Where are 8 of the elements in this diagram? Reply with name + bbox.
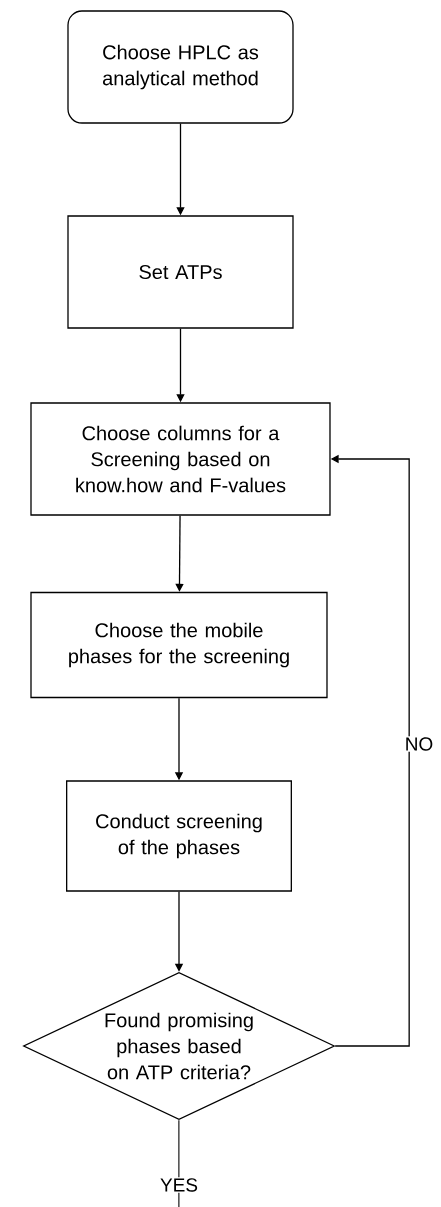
- process-box: Choose columns for a Screening based on know.how and F-values: [30, 402, 331, 516]
- arrow: [175, 515, 184, 592]
- process-box: Conduct screening of the phases: [66, 780, 292, 892]
- process-box: Choose the mobile phases for the screening: [30, 591, 328, 699]
- edge-label: YES: [159, 1177, 199, 1193]
- start-box: Choose HPLC as analytical method: [67, 10, 294, 124]
- process-box: Set ATPs: [67, 215, 294, 329]
- edge-label: NO: [403, 736, 435, 752]
